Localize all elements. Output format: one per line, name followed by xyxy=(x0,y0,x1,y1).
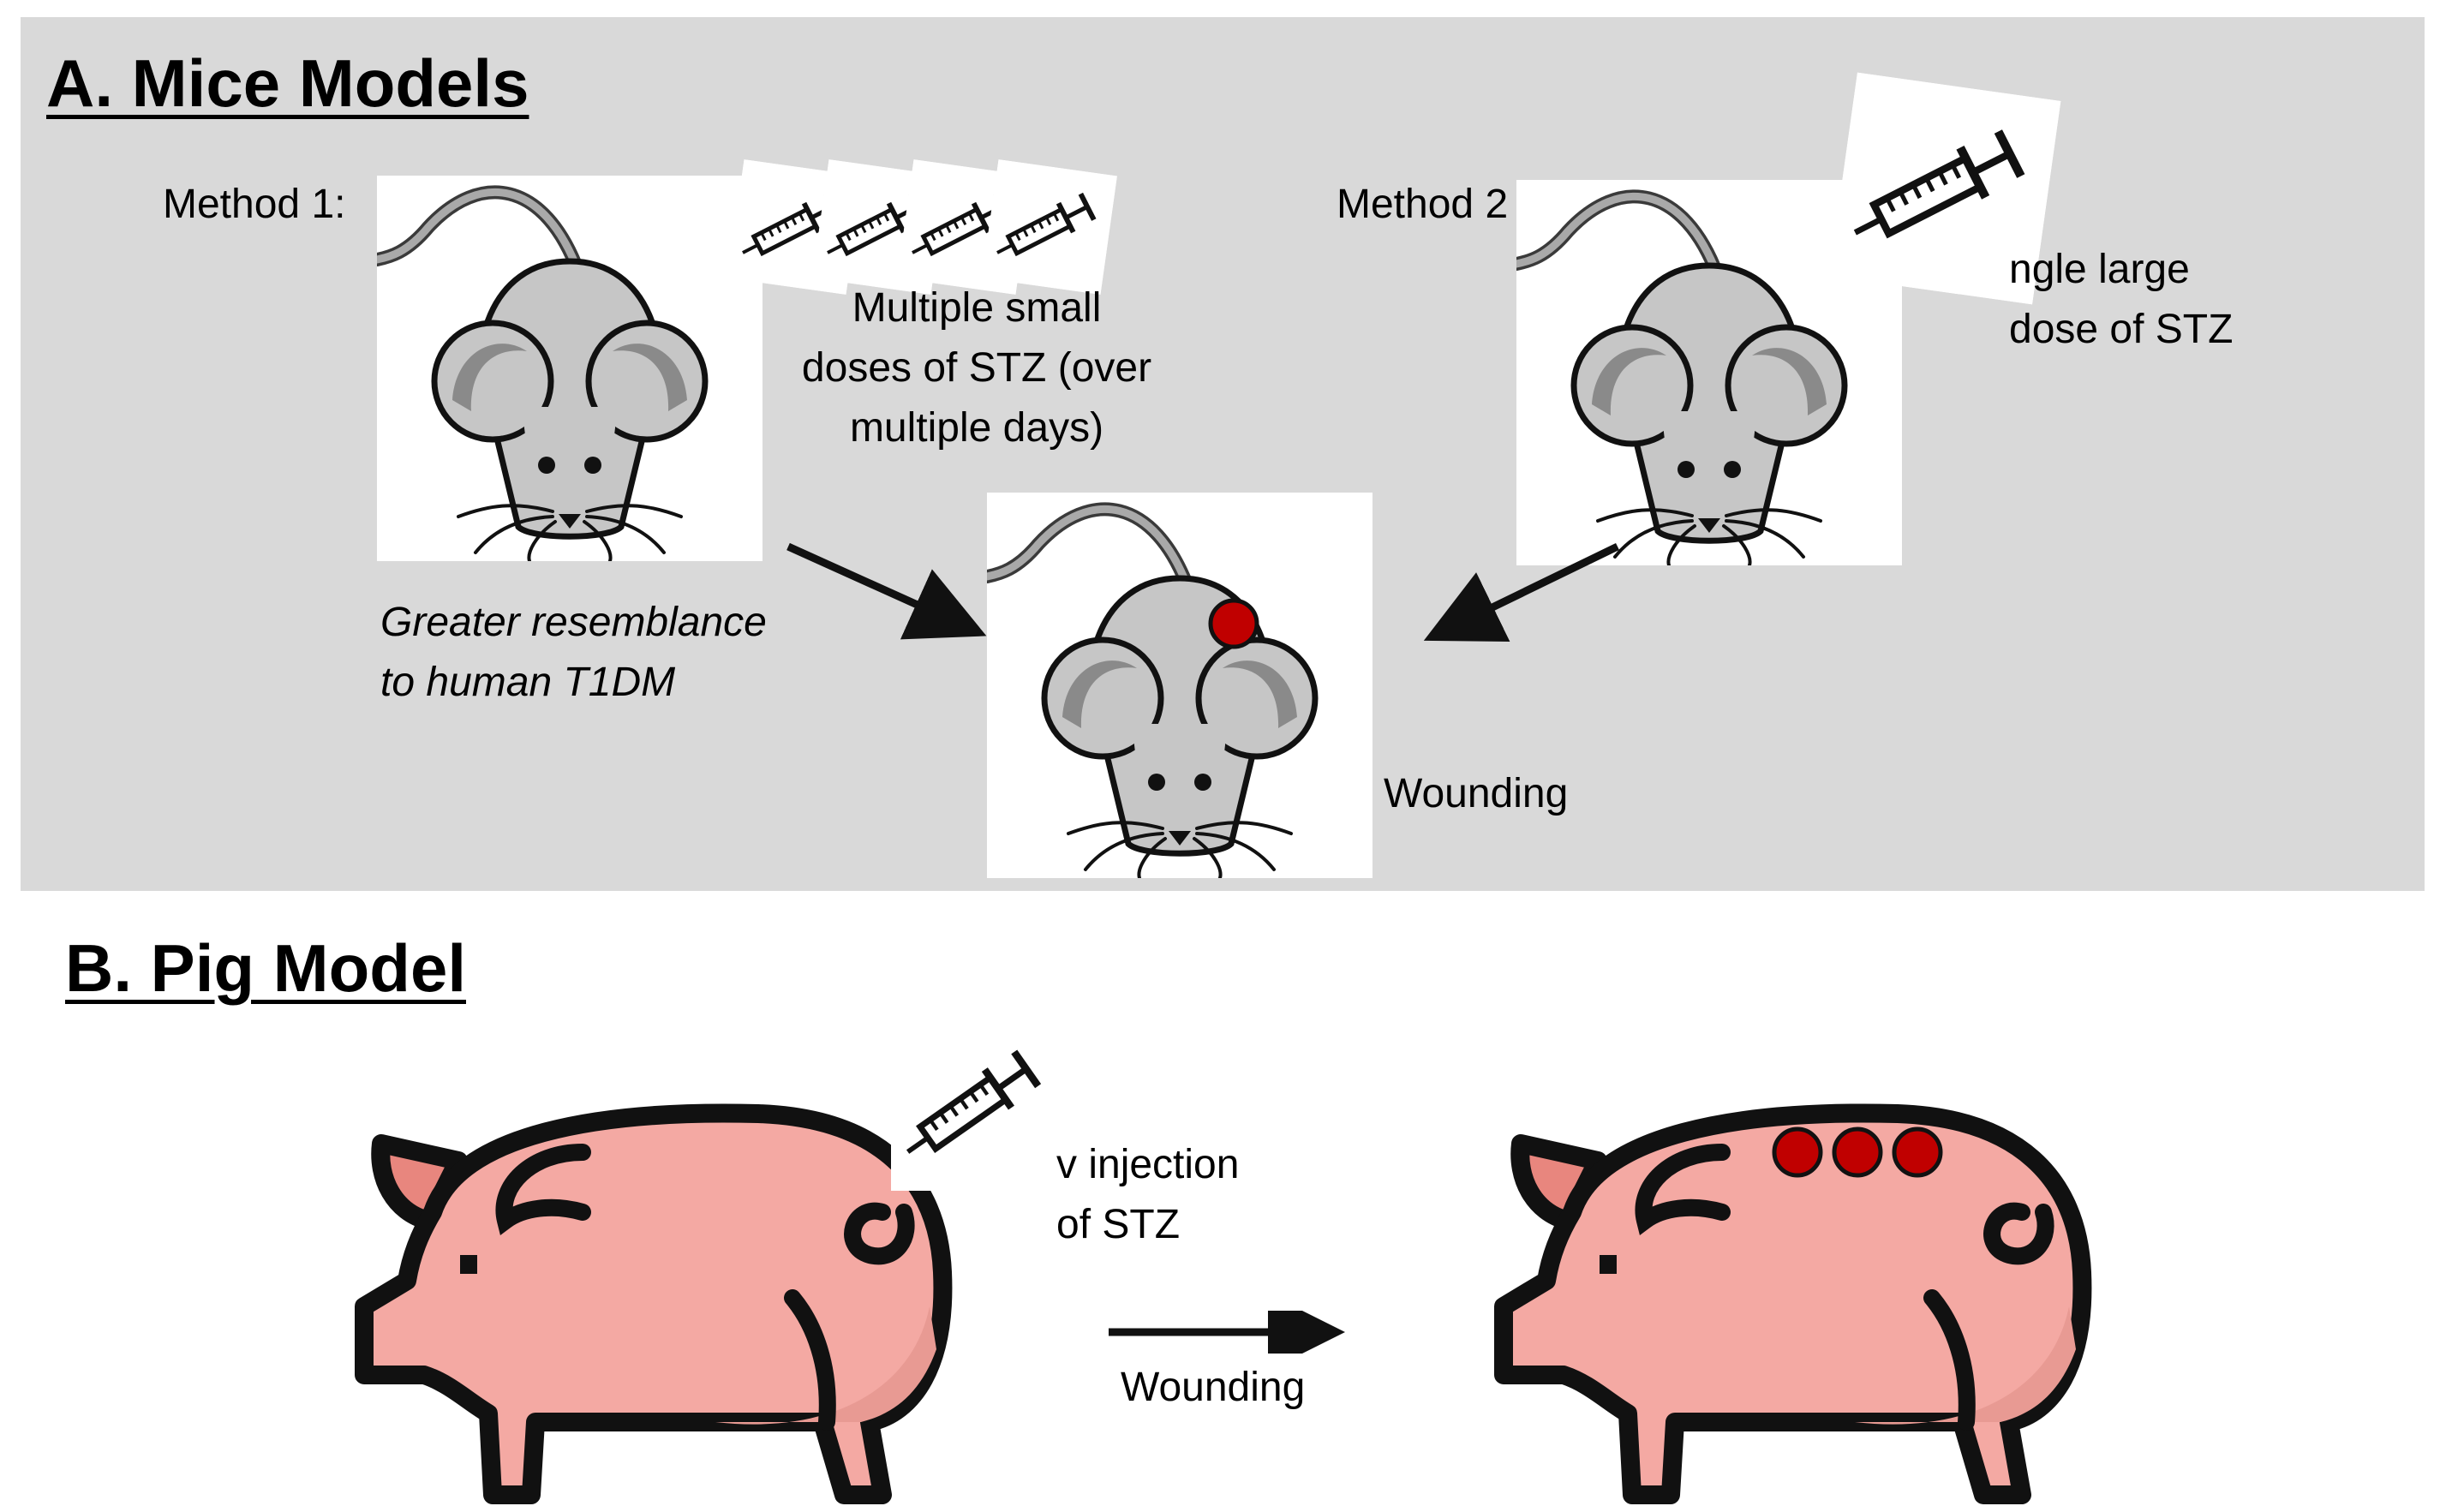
method1-label: Method 1: xyxy=(163,182,346,227)
method1-description-line: multiple days) xyxy=(849,405,1104,451)
arrow-icon xyxy=(1109,1311,1345,1354)
method2-description: ngle large dose of STZ xyxy=(2009,240,2233,360)
method2-description-line: dose of STZ xyxy=(2009,307,2234,352)
pig-injection-label-line: of STZ xyxy=(1056,1202,1181,1247)
pig-icon xyxy=(347,1084,964,1512)
method1-note-line: to human T1DM xyxy=(380,660,676,705)
method1-note-line: Greater resemblance xyxy=(380,600,767,645)
method2-description-line: ngle large xyxy=(2009,247,2190,292)
method1-description: Multiple small doses of STZ (over multip… xyxy=(754,278,1199,458)
wound-mark xyxy=(1772,1127,1943,1178)
pig-injection-label: v injection of STZ xyxy=(1056,1135,1239,1255)
syringe-icon xyxy=(891,1019,1062,1191)
method1-description-line: Multiple small xyxy=(852,285,1102,331)
method1-note: Greater resemblance to human T1DM xyxy=(380,593,767,713)
method2-label: Method 2 xyxy=(1337,182,1509,227)
mouse-wounding-label: Wounding xyxy=(1384,771,1569,816)
wound-mark xyxy=(1208,598,1259,649)
method1-description-line: doses of STZ (over xyxy=(801,345,1152,391)
pig-wounding-label: Wounding xyxy=(1121,1365,1306,1410)
panel-a-heading: A. Mice Models xyxy=(46,45,529,121)
pig-injection-label-line: v injection xyxy=(1056,1142,1240,1187)
panel-b-heading: B. Pig Model xyxy=(65,930,466,1006)
